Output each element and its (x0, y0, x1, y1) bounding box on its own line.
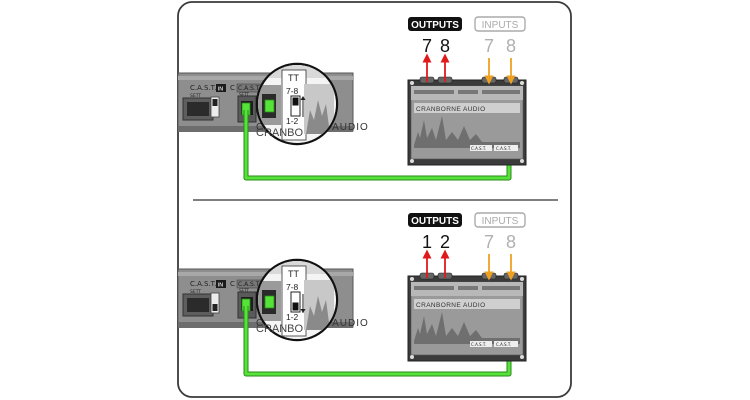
mag-brand-fragment: CRANBO (256, 323, 304, 335)
output-number: 2 (440, 232, 450, 252)
device-unit: CRANBORNE AUDIO C.A.S.T. C.A.S.T. (407, 272, 527, 362)
outputs-label: OUTPUTS (411, 216, 459, 227)
rack-in-label: IN (218, 87, 224, 93)
mag-brand-fragment: CRANBO (256, 127, 304, 139)
rack-switch-label-2: SETT (239, 92, 249, 97)
device-right-tag: C.A.S.T. (496, 146, 511, 151)
rack-cast-label-2: C.A.S.T. (238, 85, 261, 92)
rack-switch-label-2: SETT (239, 288, 249, 293)
device-unit: CRANBORNE AUDIO C.A.S.T. C.A.S.T. (407, 76, 527, 166)
outputs-label: OUTPUTS (411, 20, 459, 31)
rack-in-label: IN (218, 283, 224, 289)
mode-mid-label: 7-8 (286, 86, 299, 96)
rack-cast-label: C.A.S.T. (190, 280, 216, 288)
mode-bottom-label: 1-2 (286, 116, 299, 126)
device-left-tag: C.A.S.T. (471, 342, 486, 347)
slide-switch-knob (292, 97, 299, 106)
input-number: 7 (484, 232, 494, 252)
outputs-badge (408, 213, 462, 227)
inputs-badge (474, 16, 526, 32)
rack-switch-label: SETT (190, 289, 201, 295)
magnifier-callout: TT 7-8 1-2 CRANBO (255, 62, 339, 146)
rack-cast-label-2: C.A.S.T. (238, 281, 261, 288)
slide-switch-knob (292, 302, 299, 311)
panel-bottom: C.A.S.T. IN C SETT C.A.S.T. SETT CRANBOR… (178, 212, 527, 377)
input-number: 8 (506, 232, 516, 252)
input-number: 8 (506, 36, 516, 56)
device-right-tag: C.A.S.T. (496, 342, 511, 347)
rack-cast-label: C.A.S.T. (190, 84, 216, 92)
panel-top: C.A.S.T. IN C SETT C.A.S.T. SETT CRANBOR… (178, 16, 527, 181)
outputs-badge (408, 17, 462, 31)
mode-bottom-label: 1-2 (286, 312, 299, 322)
mode-mid-label: 7-8 (286, 282, 299, 292)
inputs-label: INPUTS (482, 20, 519, 31)
inputs-label: INPUTS (482, 216, 519, 227)
rack-c-label: C (230, 84, 235, 92)
device-brand: CRANBORNE AUDIO (416, 302, 486, 309)
rack-switch-label: SETT (190, 93, 201, 99)
rack-c-label: C (230, 280, 235, 288)
output-number: 8 (440, 36, 450, 56)
mode-top-label: TT (288, 269, 299, 279)
mode-slide-switch[interactable] (290, 291, 301, 313)
input-number: 7 (484, 36, 494, 56)
mode-slide-switch[interactable] (290, 95, 301, 117)
device-brand: CRANBORNE AUDIO (416, 106, 486, 113)
output-number: 1 (422, 232, 432, 252)
device-left-tag: C.A.S.T. (471, 146, 486, 151)
mode-top-label: TT (288, 73, 299, 83)
magnifier-callout: TT 7-8 1-2 CRANBO (255, 258, 339, 342)
inputs-badge (474, 212, 526, 228)
output-number: 7 (422, 36, 432, 56)
